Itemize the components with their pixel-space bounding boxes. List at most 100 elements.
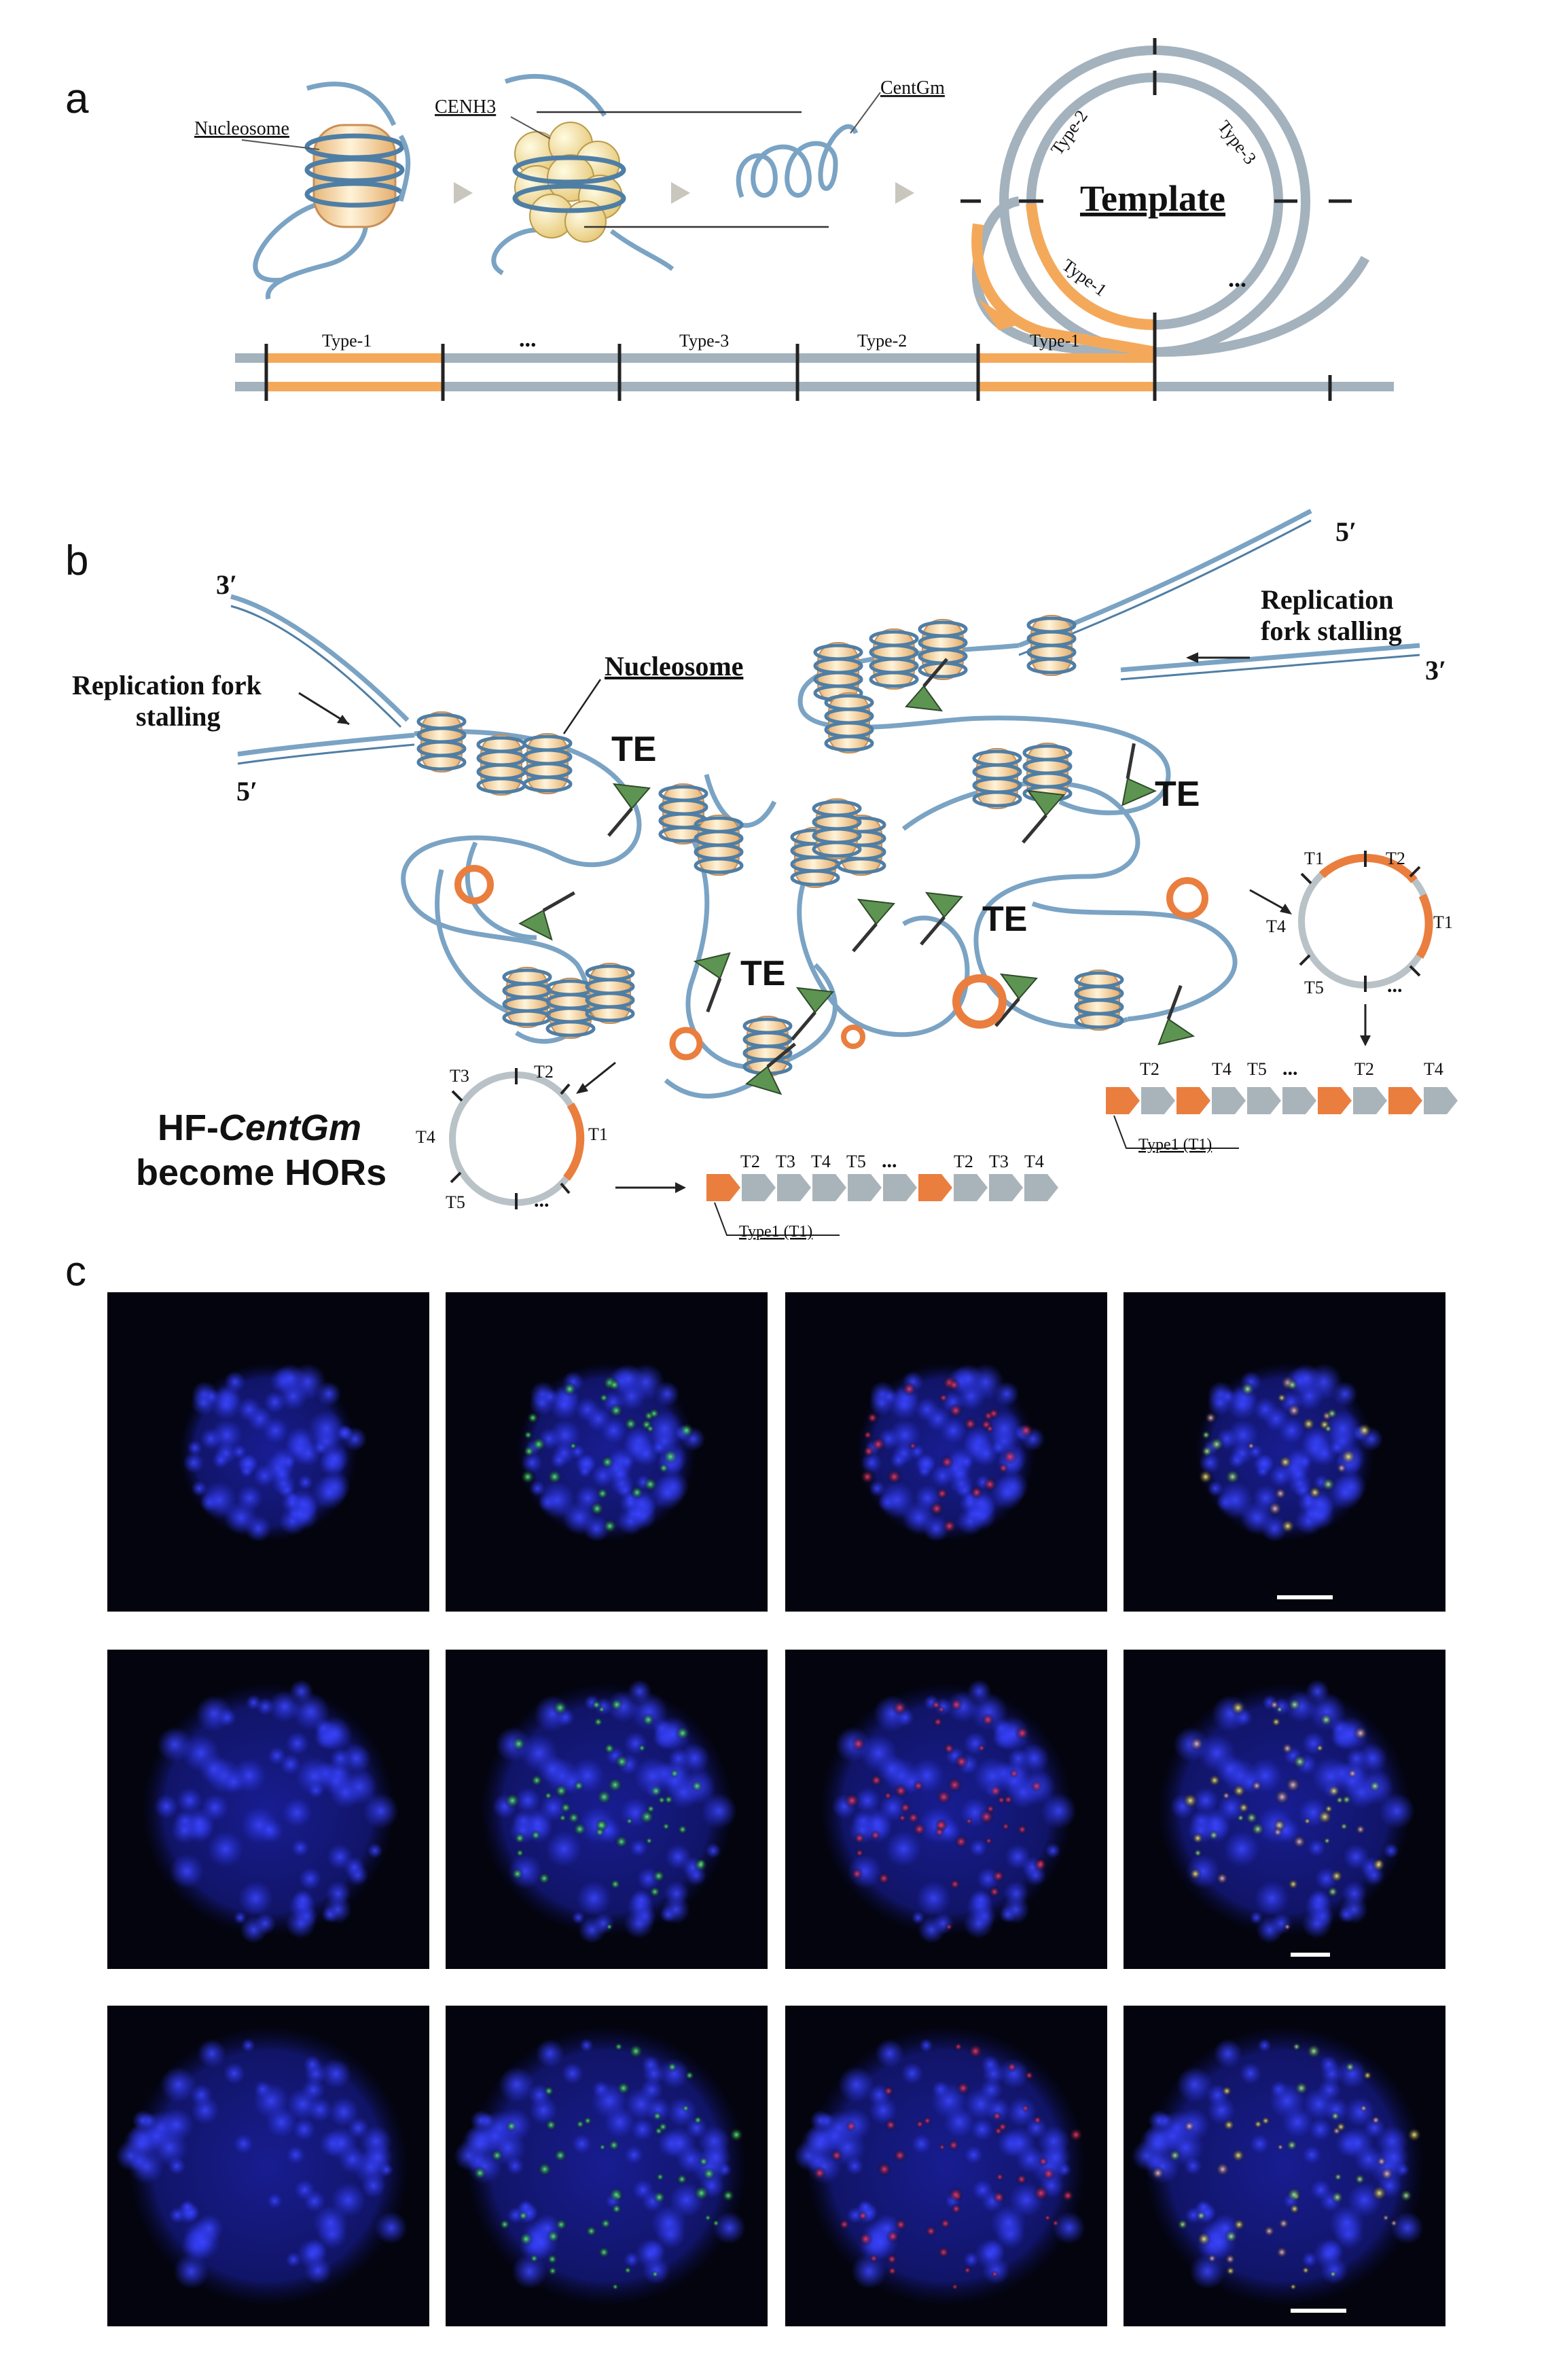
nucleosome-label-a: Nucleosome (194, 118, 289, 139)
array-left-arrow-1 (706, 1174, 740, 1201)
scale-bar-row-3 (1291, 2309, 1346, 2313)
nucleosome-20 (1076, 970, 1122, 1030)
left-circle-t3: T3 (450, 1066, 469, 1086)
array-right-arrow-6 (1282, 1087, 1316, 1114)
left-fork-label-2: stalling (136, 701, 220, 732)
nucleosome-17 (826, 693, 872, 753)
panel-b-letter: b (65, 537, 88, 584)
panel-c-letter: c (65, 1248, 86, 1295)
nucleosome-2 (478, 735, 524, 795)
array-left-label-4: T5 (846, 1152, 866, 1171)
eccdna-circle-3 (841, 1025, 865, 1049)
nucleosome-8 (587, 963, 633, 1023)
array-right-arrow-3 (1176, 1087, 1210, 1114)
track-label-5: Type-1 (1030, 331, 1079, 351)
left-fork (230, 594, 415, 765)
array-left-arrow-3 (777, 1174, 811, 1201)
nucleosome-5 (696, 815, 742, 875)
fish-micrograph-r1-c2 (446, 1292, 768, 1612)
eccdna-circle-5 (1166, 877, 1208, 919)
array-right-arrow-4 (1212, 1087, 1246, 1114)
nucleosome-12 (814, 799, 860, 859)
nucleosome-6 (504, 967, 550, 1027)
te-label-3: TE (982, 900, 1027, 939)
track-label-4: Type-2 (857, 331, 907, 351)
eccdna-circle-4 (952, 974, 1007, 1029)
eccdna-circles (454, 865, 1208, 1061)
nucleosome-3 (524, 734, 571, 794)
fish-micrograph-r3-c1 (107, 2006, 429, 2326)
panel-b: b 3′ 5′ Replication fork stalling 5′ 3′ … (65, 508, 1458, 1241)
left-circle-dots: ... (534, 1189, 550, 1211)
array-right-label-4: ... (1282, 1057, 1298, 1080)
array-right-type1-label: Type1 (T1) (1138, 1136, 1212, 1154)
fish-micrograph-r1-c4 (1124, 1292, 1445, 1612)
te-mark-1 (609, 784, 649, 836)
nucleosome-15 (920, 620, 966, 679)
array-left-label-3: T4 (811, 1152, 831, 1171)
repeat-tracks (235, 344, 1394, 401)
eccdna-circle-1 (454, 865, 494, 904)
array-right-arrow-2 (1141, 1087, 1175, 1114)
nucleosome-illustration (241, 82, 411, 300)
fish-micrograph-r2-c4 (1124, 1650, 1445, 1969)
nucleosome-pointer (562, 679, 602, 734)
right-circle-t5: T5 (1304, 978, 1324, 997)
left-three-prime: 3′ (216, 569, 237, 600)
right-tandem-array (1106, 1087, 1458, 1149)
left-circle-t5: T5 (446, 1192, 465, 1212)
array-left-arrow-6 (883, 1174, 917, 1201)
cenh3-nucleosome-illustration (491, 73, 829, 276)
cenh3-label: CENH3 (435, 96, 496, 118)
step-arrow-2 (671, 182, 690, 204)
centgm-label: CentGm (880, 77, 945, 99)
array-right-label-1: T2 (1140, 1059, 1160, 1079)
right-circle-dots: ... (1387, 974, 1403, 997)
array-left-label-8: T4 (1024, 1152, 1044, 1171)
array-right-label-2: T4 (1212, 1059, 1232, 1079)
array-left-type1-label: Type1 (T1) (739, 1223, 812, 1241)
array-left-arrow-7 (918, 1174, 952, 1201)
fish-micrograph-r3-c3 (785, 2006, 1107, 2326)
array-right-arrow-9 (1388, 1087, 1422, 1114)
array-left-type1-bracket (714, 1202, 840, 1236)
array-left-arrow-10 (1024, 1174, 1058, 1201)
array-left-arrow-8 (954, 1174, 988, 1201)
array-right-arrow-5 (1247, 1087, 1281, 1114)
right-circle-t4: T4 (1266, 917, 1286, 936)
left-circle-t1: T1 (588, 1124, 608, 1144)
panel-a: a Nucleosome (65, 38, 1394, 401)
te-mark-6 (853, 900, 894, 951)
track-label-3: Type-3 (679, 331, 729, 351)
array-left-label-6: T2 (954, 1152, 973, 1171)
fish-micrograph-r1-c1 (107, 1292, 429, 1612)
track-label-1: Type-1 (322, 331, 372, 351)
array-left-label-7: T3 (989, 1152, 1009, 1171)
right-fork-label-1: Replication (1261, 584, 1394, 615)
te-label-1: TE (611, 730, 656, 769)
centgm-coil (736, 92, 881, 198)
right-circle-t1-top: T1 (1304, 849, 1324, 868)
right-three-prime: 3′ (1425, 655, 1446, 686)
left-tandem-array (706, 1174, 1058, 1236)
array-right-label-3: T5 (1247, 1059, 1267, 1079)
step-arrow-3 (895, 182, 914, 204)
array-right-type1-bracket (1113, 1115, 1239, 1149)
fish-micrograph-r1-c3 (785, 1292, 1107, 1612)
scale-bar-row-2 (1291, 1953, 1330, 1957)
array-left-arrow-5 (848, 1174, 882, 1201)
hf-centgm-line2: become HORs (136, 1152, 387, 1193)
nucleosome-16 (1028, 616, 1075, 675)
hf-centgm-line1: HF-CentGm (158, 1107, 361, 1148)
nucleosome-18 (974, 749, 1020, 809)
array-right-arrow-1 (1106, 1087, 1140, 1114)
array-left-arrow-4 (812, 1174, 846, 1201)
left-five-prime: 5′ (236, 776, 257, 806)
array-right-arrow-7 (1318, 1087, 1352, 1114)
fish-micrograph-r2-c3 (785, 1650, 1107, 1969)
array-left-label-5: ... (882, 1150, 897, 1172)
te-label-4: TE (1155, 775, 1200, 814)
array-left-arrow-2 (742, 1174, 776, 1201)
te-label-2: TE (740, 954, 785, 993)
fish-micrograph-r2-c1 (107, 1650, 429, 1969)
